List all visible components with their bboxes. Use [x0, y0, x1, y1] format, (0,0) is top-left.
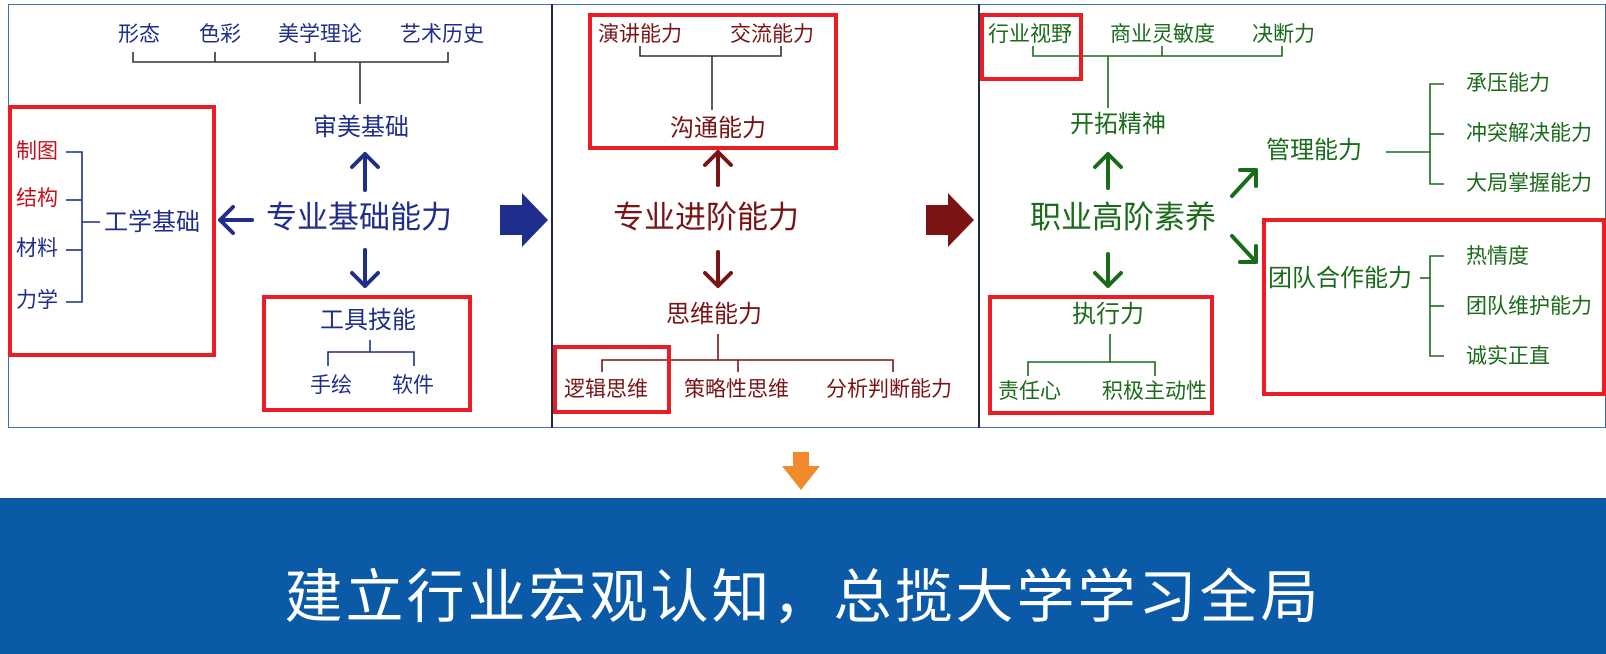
management-item-overall: 大局掌握能力 [1466, 171, 1592, 195]
thinking-item-logic: 逻辑思维 [564, 377, 648, 401]
teamwork-item-honesty: 诚实正直 [1466, 344, 1550, 368]
panel2-center-title: 专业进阶能力 [613, 200, 799, 236]
management-item-pressure: 承压能力 [1466, 71, 1550, 95]
pioneer-item-decision: 决断力 [1252, 22, 1315, 46]
aesthetic-item-color: 色彩 [199, 22, 241, 46]
teamwork-highlight-box [1262, 218, 1606, 396]
communication-item-exchange: 交流能力 [730, 22, 814, 46]
aesthetic-item-history: 艺术历史 [400, 22, 484, 46]
tools-title: 工具技能 [320, 306, 416, 334]
communication-title: 沟通能力 [670, 114, 766, 142]
execution-highlight-box [988, 295, 1214, 415]
execution-title: 执行力 [1072, 300, 1144, 328]
teamwork-item-passion: 热情度 [1466, 244, 1529, 268]
thinking-item-strategy: 策略性思维 [684, 377, 789, 401]
panel-divider-2 [978, 4, 980, 428]
engineering-highlight-box [8, 105, 216, 357]
engineering-item-structure: 结构 [16, 186, 58, 210]
panel-divider-1 [551, 4, 553, 428]
engineering-item-material: 材料 [16, 236, 58, 260]
execution-item-responsibility: 责任心 [998, 379, 1061, 403]
aesthetic-item-form: 形态 [118, 22, 160, 46]
management-item-conflict: 冲突解决能力 [1466, 121, 1592, 145]
panel1-center-title: 专业基础能力 [266, 200, 452, 236]
teamwork-item-maintenance: 团队维护能力 [1466, 294, 1592, 318]
banner-text: 建立行业宏观认知，总揽大学学习全局 [284, 563, 1322, 631]
pioneer-item-vision: 行业视野 [988, 22, 1072, 46]
thinking-title: 思维能力 [666, 300, 762, 328]
aesthetic-title: 审美基础 [313, 113, 409, 141]
pioneer-item-business: 商业灵敏度 [1110, 22, 1215, 46]
pioneer-title: 开拓精神 [1070, 110, 1166, 138]
engineering-title: 工学基础 [104, 208, 200, 236]
tools-highlight-box [262, 295, 472, 412]
logic-highlight-box [553, 345, 671, 414]
tools-item-software: 软件 [392, 373, 434, 397]
bottom-banner: 建立行业宏观认知，总揽大学学习全局 [0, 498, 1606, 654]
teamwork-title: 团队合作能力 [1268, 264, 1412, 292]
communication-highlight-box [588, 13, 838, 150]
tools-item-sketch: 手绘 [310, 373, 352, 397]
communication-item-speech: 演讲能力 [598, 22, 682, 46]
aesthetic-item-theory: 美学理论 [278, 22, 362, 46]
vision-highlight-box [980, 13, 1083, 81]
engineering-item-drawing: 制图 [16, 139, 58, 163]
execution-item-initiative: 积极主动性 [1102, 379, 1207, 403]
management-title: 管理能力 [1266, 136, 1362, 164]
panel3-center-title: 职业高阶素养 [1030, 200, 1216, 236]
engineering-item-mechanics: 力学 [16, 288, 58, 312]
thinking-item-analysis: 分析判断能力 [826, 377, 952, 401]
